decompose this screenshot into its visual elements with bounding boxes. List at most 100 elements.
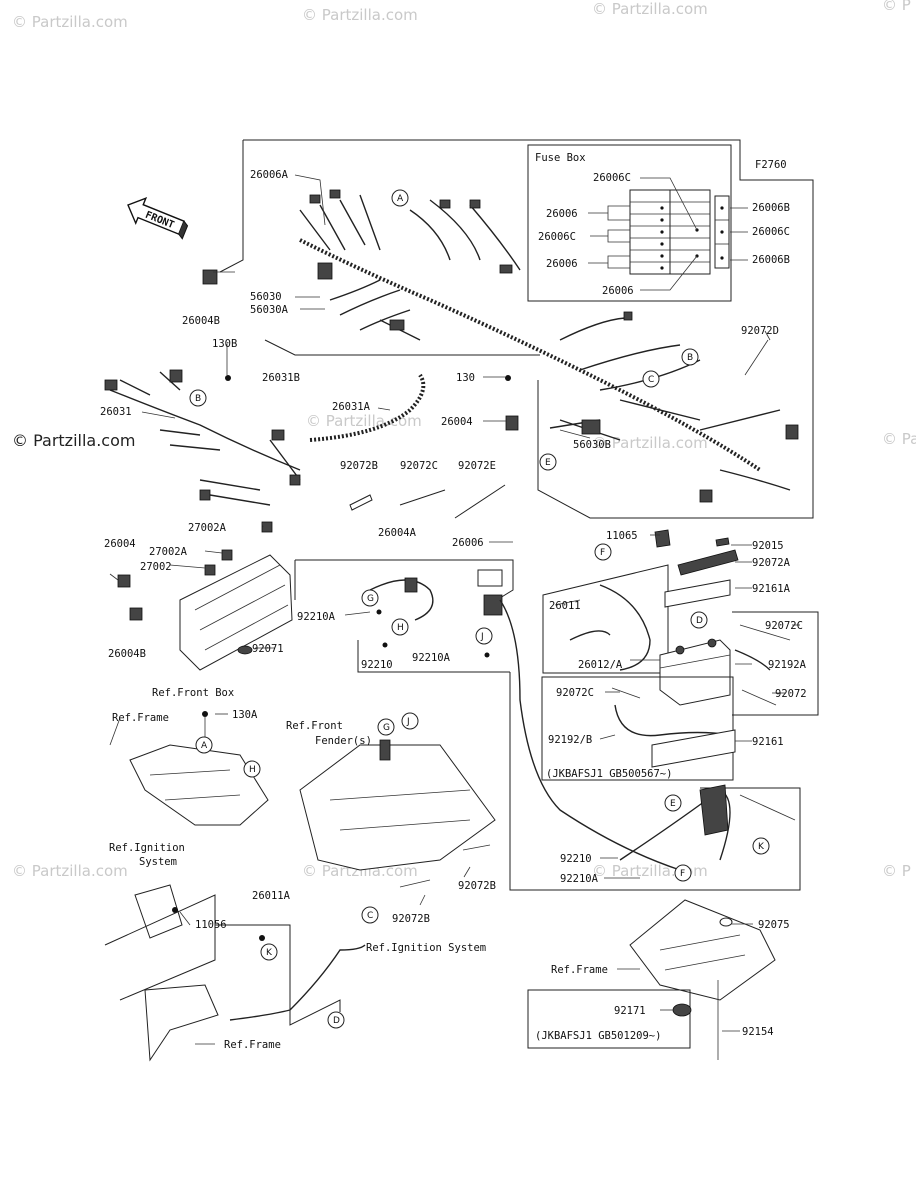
- ref-circle-d: D: [690, 611, 708, 629]
- part-number: 26031: [100, 406, 132, 418]
- part-number: Ref.Ignition: [109, 842, 185, 854]
- part-number: 26031B: [262, 372, 300, 384]
- part-number: Ref.Ignition System: [366, 942, 486, 954]
- svg-text:B: B: [195, 394, 201, 404]
- part-number: 26004A: [378, 527, 417, 539]
- ref-circle-f: F: [674, 864, 692, 882]
- ref-circle-e: E: [539, 453, 557, 471]
- bolt-130B: [225, 375, 231, 381]
- part-number: 92161: [752, 736, 784, 748]
- part-number: 92154: [742, 1026, 774, 1038]
- assembly-boundary: [243, 139, 814, 519]
- fuse-box-inset: Fuse Box 26006C 26006 26006C 26006 26006…: [527, 144, 790, 302]
- ref-circle-g: G: [377, 718, 395, 736]
- svg-text:D: D: [696, 616, 703, 626]
- battery-section: [541, 529, 819, 781]
- svg-text:E: E: [670, 799, 676, 809]
- part-number: 92072C: [400, 460, 438, 472]
- connector-26004: [505, 415, 519, 431]
- connector-26004B: [202, 269, 218, 285]
- watermark-group: © Partzilla.com © Partzilla.com © Partzi…: [12, 0, 916, 880]
- watermark-strong: © Partzilla.com: [12, 431, 135, 450]
- fuse-label: 26006: [546, 258, 578, 270]
- svg-text:J: J: [480, 632, 484, 642]
- ref-circle-b: B: [189, 389, 207, 407]
- ref-circle-j: J: [475, 627, 493, 645]
- part-number: 26011: [549, 600, 581, 612]
- part-number: 27002: [140, 561, 172, 573]
- part-callouts: 26006A 26004B 56030 56030A 130B 26031B 2…: [100, 169, 807, 1051]
- connector-26004B-left: [129, 607, 143, 621]
- part-number: 92072B: [458, 880, 496, 892]
- ties-row: [349, 484, 506, 519]
- svg-text:H: H: [249, 765, 256, 775]
- fuse-box-frame: [527, 144, 732, 302]
- front-box: [117, 521, 293, 671]
- fuse-label: 26006C: [593, 172, 631, 184]
- part-number: 92072A: [752, 557, 791, 569]
- part-number: 26004B: [182, 315, 220, 327]
- part-number: 11065: [606, 530, 638, 542]
- assembly-boundary-inner: [264, 339, 540, 356]
- relay-harness-group: [294, 559, 681, 871]
- ref-circle-j: J: [401, 712, 419, 730]
- svg-text:D: D: [333, 1016, 340, 1026]
- fuse-block: [629, 189, 671, 275]
- part-number: Ref.Front Box: [152, 687, 234, 699]
- part-number: 92161A: [752, 583, 791, 595]
- watermark: © P: [882, 862, 911, 880]
- ref-circle-h: H: [243, 760, 261, 778]
- watermark: © Partzilla.com: [306, 412, 422, 430]
- part-number: 92072B: [340, 460, 378, 472]
- ref-circle-g: G: [361, 589, 379, 607]
- part-number: 92072C: [765, 620, 803, 632]
- part-number: 92192A: [768, 659, 807, 671]
- harness-26031A: [309, 373, 426, 442]
- ref-circle-d: D: [327, 1011, 345, 1029]
- ref-circle-f: F: [594, 543, 612, 561]
- part-number: Fender(s): [315, 735, 372, 747]
- part-number: 92075: [758, 919, 790, 931]
- part-number: 92072B: [392, 913, 430, 925]
- part-number: 92072D: [741, 325, 779, 337]
- part-number: 92210: [361, 659, 393, 671]
- assembly-boundary-left: [219, 140, 244, 273]
- part-number: 92210A: [412, 652, 451, 664]
- watermark: © Partzilla.com: [592, 0, 708, 18]
- front-arrow: FRONT: [127, 196, 189, 240]
- connector-26004-left: [117, 574, 131, 588]
- part-number: 92210A: [297, 611, 336, 623]
- fuse-label: 26006B: [752, 202, 790, 214]
- ref-circle-e: E: [664, 794, 682, 812]
- svg-text:K: K: [758, 842, 765, 852]
- ref-circle-c: C: [642, 370, 660, 388]
- svg-text:B: B: [687, 353, 693, 363]
- diagram-code: F2760: [755, 159, 787, 171]
- svg-text:J: J: [406, 717, 410, 727]
- part-number: 27002A: [188, 522, 227, 534]
- ref-circle-a: A: [391, 189, 409, 207]
- part-number: (JKBAFSJ1 GB501209~): [535, 1030, 661, 1042]
- fuse-label: 26006C: [538, 231, 576, 243]
- part-number: 26012/A: [578, 659, 623, 671]
- ignition-system: [104, 884, 366, 1062]
- ref-circle-h: H: [391, 618, 409, 636]
- fuse-box-title: Fuse Box: [535, 152, 586, 164]
- sub-harness-26031: [104, 369, 301, 506]
- svg-text:C: C: [648, 375, 654, 385]
- part-number: (JKBAFSJ1 GB500567~): [546, 768, 672, 780]
- part-number: 130B: [212, 338, 237, 350]
- svg-text:A: A: [397, 194, 404, 204]
- watermark: © Partzilla.com: [12, 862, 128, 880]
- fuse-block: [669, 189, 711, 275]
- part-number: 26004: [104, 538, 136, 550]
- ref-circle-c: C: [361, 906, 379, 924]
- watermark: © P: [882, 0, 911, 14]
- part-number: 26004: [441, 416, 473, 428]
- part-number: Ref.Frame: [224, 1039, 281, 1051]
- leader-lines: [109, 174, 800, 1045]
- svg-text:G: G: [367, 594, 374, 604]
- rear-harness: [509, 672, 801, 891]
- fuse-label: 26006: [546, 208, 578, 220]
